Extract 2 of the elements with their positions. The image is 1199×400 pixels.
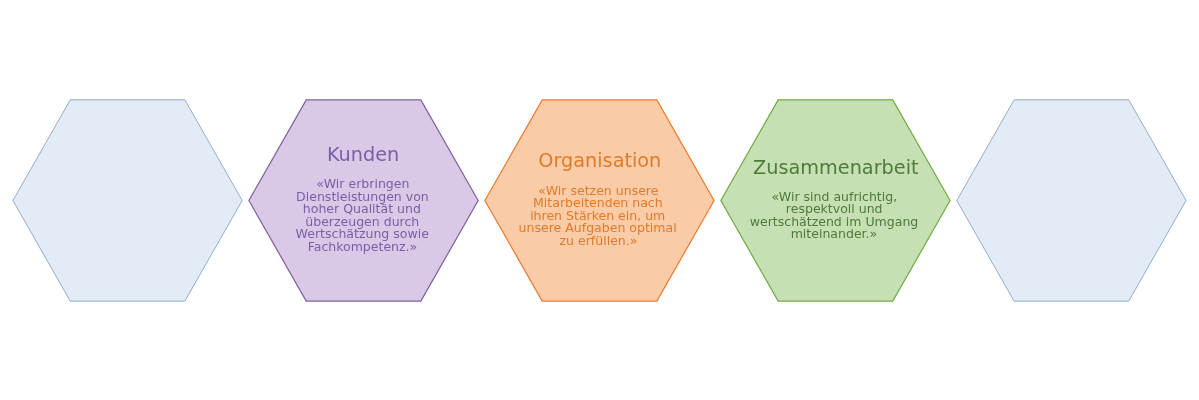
node-picture bbox=[12, 98, 243, 302]
node-picture bbox=[956, 98, 1187, 302]
